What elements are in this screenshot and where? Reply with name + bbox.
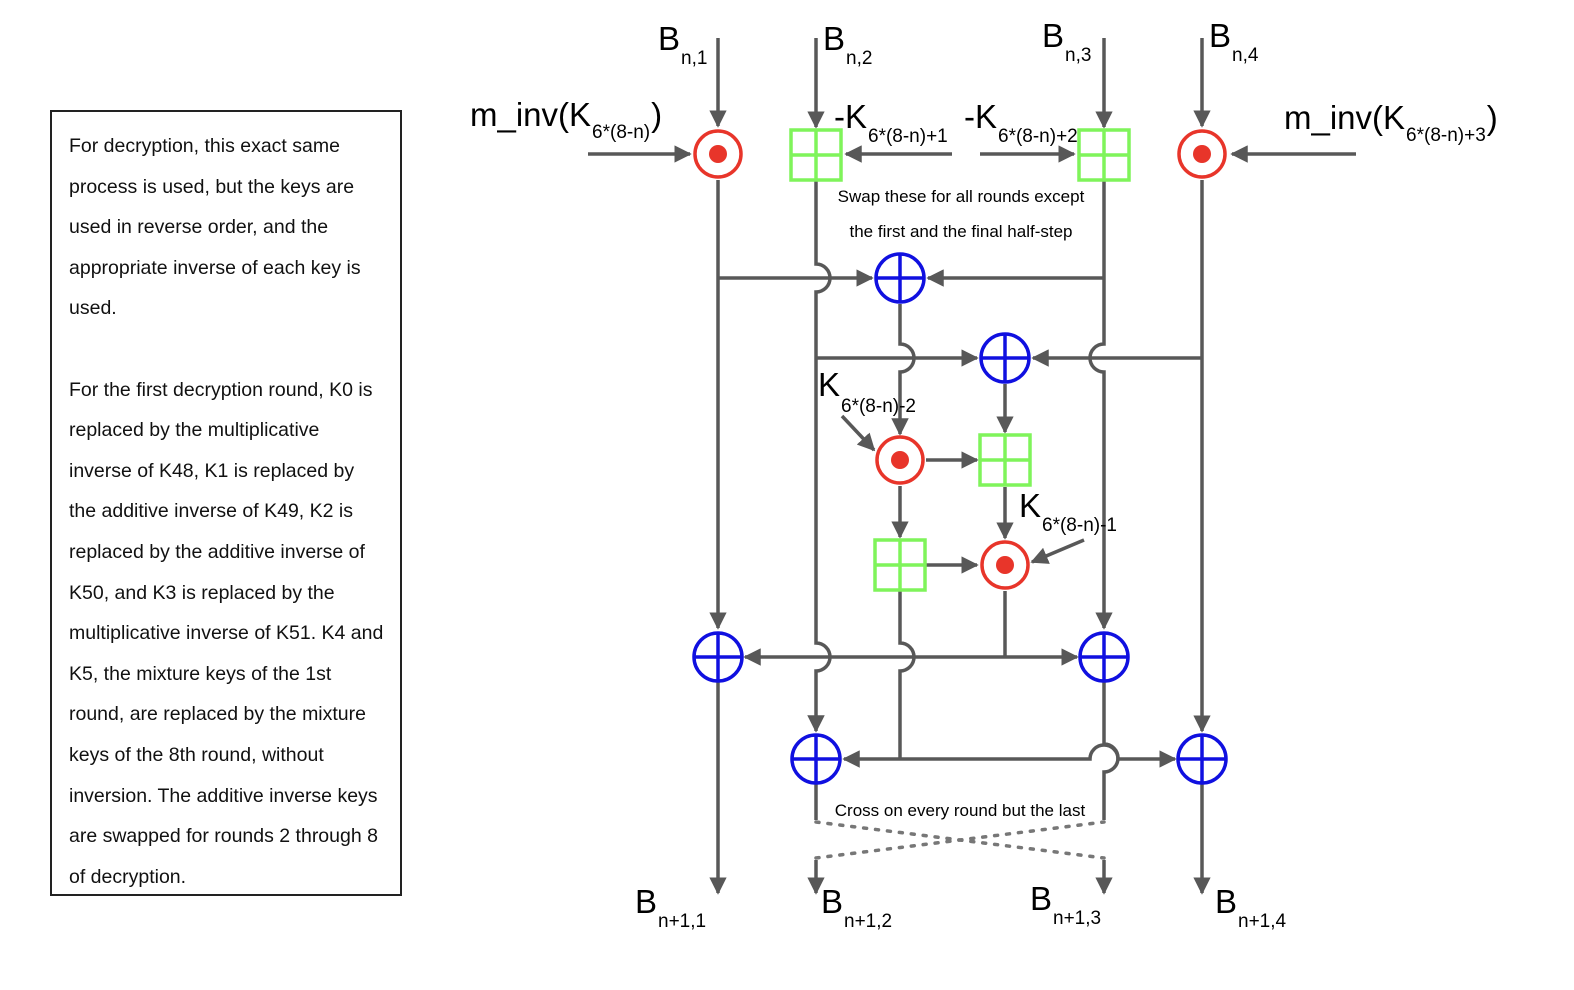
output-label-1: Bn+1,1 (635, 883, 706, 932)
ma-left-down-wire (891, 304, 916, 436)
description-paragraph-1: For decryption, this exact same process … (69, 135, 361, 320)
multiply-node (875, 435, 925, 485)
multiply-node (693, 129, 743, 179)
description-box: For decryption, this exact same process … (50, 110, 402, 896)
col-3-wire (1088, 180, 1113, 630)
cross-note: Cross on every round but the last (835, 801, 1086, 820)
key-5-wire (840, 414, 876, 452)
input-label-3: Bn,3 (1042, 17, 1091, 66)
xor-node (1078, 631, 1130, 683)
multiply-node (1177, 129, 1227, 179)
xor-node (692, 631, 744, 683)
key-label-1: m_inv(K6*(8-n)) (470, 96, 662, 143)
input-label-1: Bn,1 (658, 20, 707, 69)
add-node (873, 538, 927, 592)
swap-note-line-2: the first and the final half-step (849, 222, 1072, 241)
col-2-wire (807, 180, 832, 733)
xor-node (874, 252, 926, 304)
input-label-2: Bn,2 (823, 20, 872, 69)
key-label-2: -K6*(8-n)+1 (834, 98, 948, 147)
swap-note-line-1: Swap these for all rounds except (838, 187, 1085, 206)
key-6-wire (1030, 538, 1085, 564)
input-label-4: Bn,4 (1209, 17, 1259, 66)
add-node (978, 433, 1032, 487)
key-label-5: K6*(8-n)-2 (818, 366, 916, 417)
output-label-4: Bn+1,4 (1215, 883, 1287, 932)
wires (588, 38, 1356, 895)
key-label-3: -K6*(8-n)+2 (964, 98, 1078, 147)
cross-line-b (814, 820, 1106, 860)
description-paragraph-2: For the first decryption round, K0 is re… (69, 378, 384, 888)
multiply-node (980, 540, 1030, 590)
xor-6-input (900, 743, 1177, 768)
ma-output-left-wire (898, 591, 916, 759)
xor-node (790, 733, 842, 785)
add-node (789, 128, 843, 182)
key-label-6: K6*(8-n)-1 (1019, 487, 1117, 536)
output-label-2: Bn+1,2 (821, 883, 892, 932)
add-node (1077, 128, 1131, 182)
xor-node (1176, 733, 1228, 785)
output-label-3: Bn+1,3 (1030, 880, 1101, 929)
key-label-4: m_inv(K6*(8-n)+3) (1284, 99, 1498, 146)
xor-node (979, 332, 1031, 384)
